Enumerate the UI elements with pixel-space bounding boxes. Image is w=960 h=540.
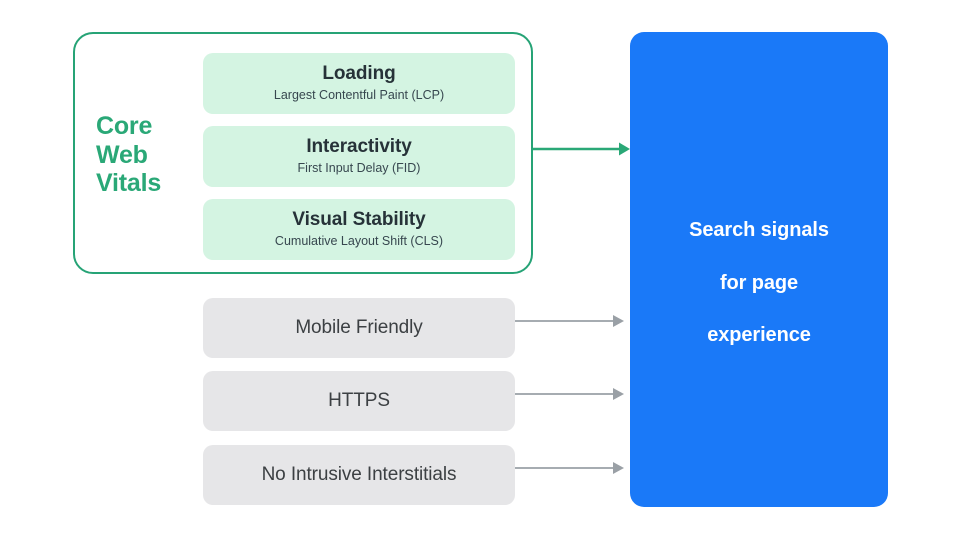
vital-card-title: Visual Stability	[292, 209, 426, 231]
signal-card-https: HTTPS	[203, 371, 515, 431]
core-web-vitals-group-label: Core Web Vitals	[96, 112, 196, 198]
core-web-vitals-label-line-2: Web	[96, 140, 148, 169]
vital-card-subtitle: First Input Delay (FID)	[297, 161, 421, 176]
core-web-vitals-label-line-1: Core	[96, 112, 153, 140]
vital-card-subtitle: Cumulative Layout Shift (CLS)	[274, 234, 444, 249]
vital-card-title: Interactivity	[306, 136, 412, 158]
destination-panel-search-signals: Search signals for page experience	[630, 32, 888, 507]
destination-panel-text: Search signals for page experience	[689, 190, 829, 348]
core-web-vitals-label-line-3: Vitals	[96, 169, 162, 197]
arrow-mobile-friendly-icon	[515, 315, 624, 327]
vital-card-interactivity: Interactivity First Input Delay (FID)	[203, 126, 515, 187]
signal-card-title: HTTPS	[328, 390, 390, 411]
signal-card-title: Mobile Friendly	[295, 317, 423, 338]
vital-card-visual-stability: Visual Stability Cumulative Layout Shift…	[203, 199, 515, 260]
destination-line-1: Search signals	[689, 218, 829, 241]
signal-card-no-intrusive-interstitials: No Intrusive Interstitials	[203, 445, 515, 505]
arrow-no-intrusive-interstitials-icon	[515, 462, 624, 474]
vital-card-loading: Loading Largest Contentful Paint (LCP)	[203, 53, 515, 114]
core-web-vitals-frame	[73, 32, 533, 274]
destination-line-2: for page	[719, 271, 799, 294]
vital-card-subtitle: Largest Contentful Paint (LCP)	[273, 88, 445, 103]
destination-line-3: experience	[707, 324, 811, 347]
arrow-https-icon	[515, 388, 624, 400]
vital-card-title: Loading	[322, 63, 396, 85]
signal-card-title: No Intrusive Interstitials	[261, 464, 457, 485]
arrow-core-web-vitals-icon	[533, 142, 630, 156]
signal-card-mobile-friendly: Mobile Friendly	[203, 298, 515, 358]
